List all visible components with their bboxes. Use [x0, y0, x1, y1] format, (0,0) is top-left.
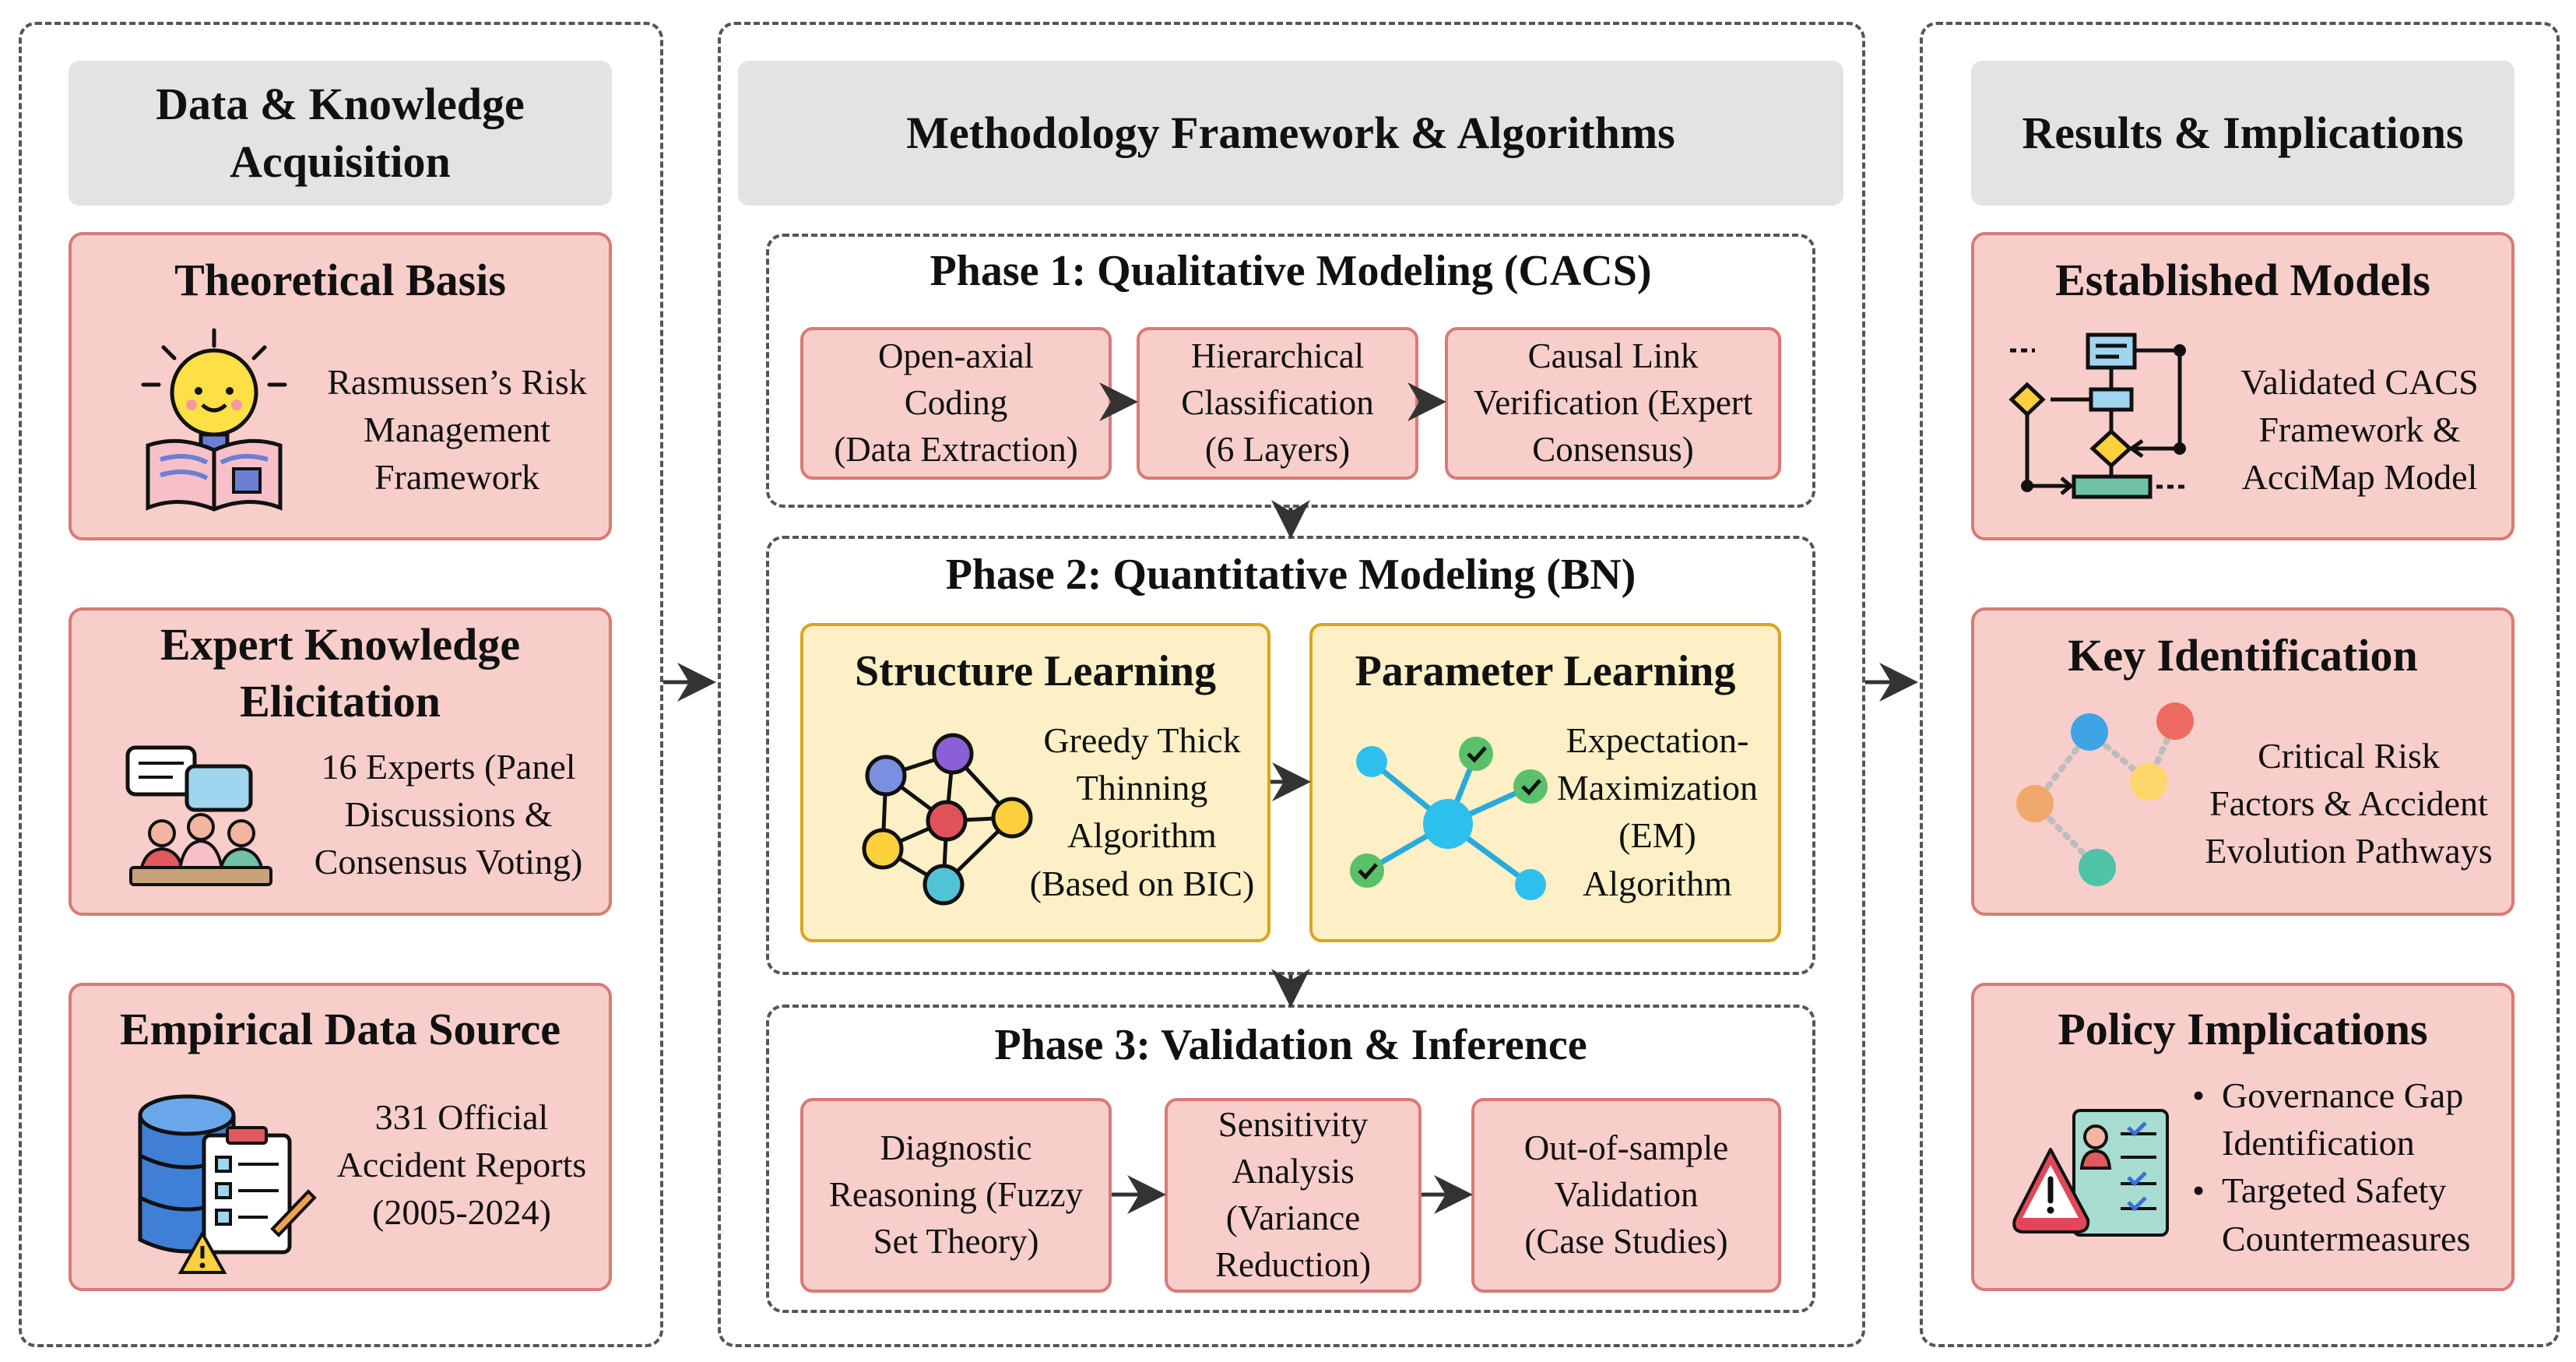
expert-knowledge-text: 16 Experts (Panel Discussions & Consensu… — [314, 747, 583, 882]
policy-implications-title: Policy Implications — [2058, 1004, 2428, 1054]
established-models-text: Validated CACS Framework & AcciMap Model — [2240, 362, 2479, 498]
theoretical-basis-card: Theoretical Basis Rasmussen’s Risk Manag… — [69, 232, 612, 540]
established-models-title: Established Models — [2055, 255, 2430, 305]
policy-implications-card: Policy Implications Governance GapIdenti… — [1971, 983, 2514, 1291]
expert-knowledge-title: Expert Knowledge Elicitation — [160, 619, 521, 727]
phase-3-title: Phase 3: Validation & Inference — [994, 1021, 1587, 1069]
theoretical-basis-text: Rasmussen’s Risk Management Framework — [327, 362, 587, 498]
network-graph-icon — [862, 733, 1033, 906]
established-models-card: Established Models Validated CACS Framew… — [1971, 232, 2514, 540]
em-network-icon — [1350, 737, 1548, 900]
panel-discussion-icon — [125, 745, 272, 886]
parameter-learning-text: Expectation- Maximization (EM) Algorithm — [1556, 720, 1759, 903]
database-report-icon — [138, 1094, 317, 1274]
phase-1-title: Phase 1: Qualitative Modeling (CACS) — [930, 247, 1652, 295]
key-identification-text: Critical Risk Factors & Accident Evoluti… — [2205, 736, 2493, 871]
theoretical-basis-title: Theoretical Basis — [174, 255, 506, 305]
key-identification-title: Key Identification — [2068, 630, 2418, 681]
right-column-header: Results & Implications — [1971, 61, 2514, 206]
middle-column-header: Methodology Framework & Algorithms — [738, 61, 1843, 206]
risk-pathway-icon — [2016, 702, 2194, 886]
key-identification-card: Key Identification Critical Risk Factors… — [1971, 607, 2514, 916]
right-column-frame — [1920, 22, 2560, 1347]
structure-learning-text: Greedy Thick Thinning Algorithm (Based o… — [1029, 720, 1255, 903]
expert-knowledge-card: Expert Knowledge Elicitation 16 Experts … — [69, 607, 612, 916]
structure-learning-card: Structure Learning Greedy Thick Thinning… — [800, 623, 1270, 942]
parameter-learning-title: Parameter Learning — [1355, 647, 1736, 695]
parameter-learning-card: Parameter Learning Expectation- Maximiza… — [1309, 623, 1781, 942]
warning-checklist-icon — [2012, 1109, 2169, 1237]
empirical-data-card: Empirical Data Source 331 Official Accid… — [69, 983, 612, 1291]
empirical-data-title: Empirical Data Source — [120, 1004, 561, 1054]
empirical-data-text: 331 Official Accident Reports (2005-2024… — [336, 1097, 587, 1233]
flowchart-icon — [2008, 333, 2186, 499]
phase-2-title: Phase 2: Quantitative Modeling (BN) — [945, 551, 1636, 599]
left-column-header: Data & Knowledge Acquisition — [69, 61, 612, 206]
structure-learning-title: Structure Learning — [854, 647, 1217, 695]
middle-column-frame — [718, 22, 1865, 1347]
left-column-frame — [19, 22, 663, 1347]
lightbulb-book-icon — [141, 328, 287, 512]
